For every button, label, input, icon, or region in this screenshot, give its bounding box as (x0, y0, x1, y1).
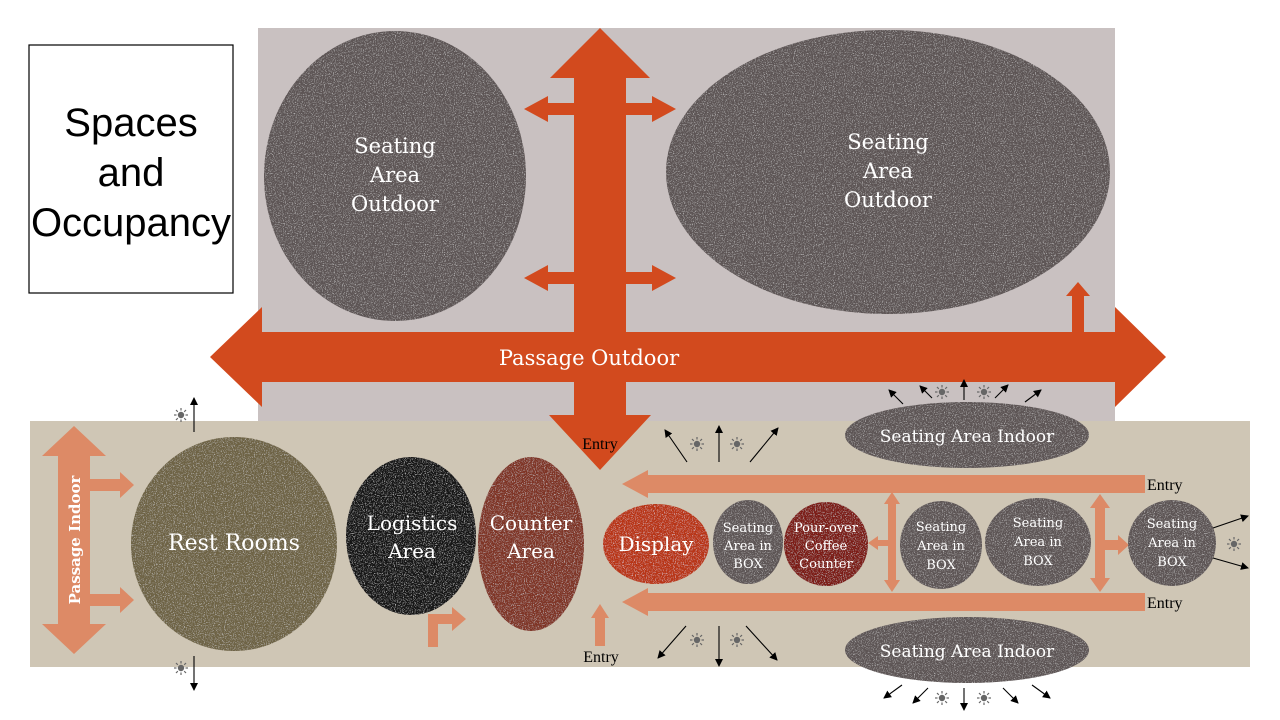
seating-box-1-zone (713, 500, 783, 584)
pour-over-zone (784, 502, 868, 586)
logistics-corner-arrow (428, 607, 466, 647)
pour-over-line-2: Coffee (805, 539, 848, 554)
title-line-3: Occupancy (31, 201, 231, 245)
seating-outdoor-right-line-3: Outdoor (844, 188, 933, 212)
sun-icon (934, 384, 950, 400)
restroom-arrow-upper (90, 472, 134, 498)
sun-icon (976, 690, 992, 706)
arrow-icon (1024, 389, 1042, 403)
bidirectional-arrow-2 (1090, 494, 1110, 592)
sun-icon (729, 436, 745, 452)
passage-outdoor-arrow (210, 307, 1166, 407)
passage-indoor-label: Passage Indoor (66, 475, 84, 605)
sun-icon (934, 690, 950, 706)
seating-box-3-line-3: BOX (1023, 554, 1053, 569)
entry-corridor-arrow-top (622, 470, 1145, 498)
sun-icon (729, 632, 745, 648)
display-zone (603, 504, 709, 584)
seating-box-2-zone (900, 501, 982, 589)
entry-right-top-label: Entry (1147, 477, 1183, 494)
arrow-icon (994, 384, 1009, 399)
pour-over-line-3: Counter (799, 557, 853, 572)
entry-right-bottom-label: Entry (1147, 595, 1183, 612)
entry-bottom-arrow (591, 604, 609, 646)
seating-box-4-line-2: Area in (1147, 536, 1196, 551)
seating-indoor-top-zone (845, 402, 1089, 468)
rest-rooms-zone (131, 437, 337, 651)
arrow-icon (883, 684, 903, 699)
seating-outdoor-left (264, 31, 526, 321)
seating-outdoor-left-line-3: Outdoor (351, 192, 440, 216)
arrow-icon (657, 625, 687, 659)
counter-zone (478, 457, 584, 631)
seating-box-4-line-3: BOX (1157, 555, 1187, 570)
title-line-2: and (98, 151, 165, 195)
arrow-icon (1031, 684, 1051, 699)
sun-icon (976, 384, 992, 400)
title-line-1: Spaces (64, 101, 197, 145)
seating-box-3-line-1: Seating (1013, 516, 1063, 531)
arrow-icon (888, 389, 904, 405)
seating-box-1-line-1: Seating (723, 521, 773, 536)
small-up-arrow (1066, 282, 1090, 332)
arrow-icon (664, 429, 688, 463)
seating-box-4-line-1: Seating (1147, 517, 1197, 532)
arrow-icon (1002, 687, 1019, 704)
counter-label-2: Area (506, 539, 555, 563)
seating-box-1-line-3: BOX (733, 557, 763, 572)
arrow-icon (745, 625, 778, 661)
arrow-icon (1212, 557, 1249, 570)
seating-outdoor-left-line-2: Area (369, 163, 420, 187)
sun-icon (173, 407, 189, 423)
arrow-icon (919, 385, 933, 399)
seating-box-2-line-3: BOX (926, 558, 956, 573)
seating-outdoor-right-line-1: Seating (847, 130, 928, 154)
seating-outdoor-right (666, 30, 1110, 314)
passage-outdoor-label: Passage Outdoor (499, 346, 680, 370)
entry-corridor-arrow-bottom (622, 588, 1145, 616)
seating-box-3-zone (985, 498, 1091, 586)
side-arrow-lower (524, 265, 676, 291)
seating-indoor-top-label: Seating Area Indoor (880, 427, 1055, 447)
rest-rooms-label: Rest Rooms (168, 531, 300, 556)
seating-box-3-line-2: Area in (1013, 535, 1062, 550)
pour-over-line-1: Pour-over (794, 521, 859, 536)
sun-icon (689, 632, 705, 648)
counter-label-1: Counter (490, 511, 573, 535)
arrow-icon (1212, 514, 1249, 529)
title-box (28, 44, 234, 294)
sun-icon (1226, 536, 1242, 552)
display-label: Display (618, 532, 694, 556)
arrow-icon (749, 427, 779, 463)
seating-outdoor-right-line-2: Area (862, 159, 913, 183)
seating-box-4-zone (1128, 500, 1216, 586)
sun-icon (689, 436, 705, 452)
seating-box-2-line-2: Area in (916, 539, 965, 554)
logistics-label-1: Logistics (367, 511, 458, 535)
logistics-label-2: Area (387, 539, 436, 563)
seating-outdoor-left-line-1: Seating (354, 134, 435, 158)
side-arrow-upper (524, 96, 676, 122)
sun-icon (173, 660, 189, 676)
left-arrow-to-pour-over (868, 536, 892, 550)
seating-box-2-line-1: Seating (916, 520, 966, 535)
restroom-arrow-lower (90, 587, 134, 613)
entry-main-label: Entry (582, 436, 618, 453)
seating-box-1-line-2: Area in (723, 539, 772, 554)
seating-indoor-bottom-zone (845, 617, 1089, 683)
logistics-zone (346, 457, 476, 615)
entry-bottom-label: Entry (583, 649, 619, 666)
seating-indoor-bottom-label: Seating Area Indoor (880, 642, 1055, 662)
right-arrow-to-box (1105, 535, 1129, 555)
arrow-icon (912, 687, 929, 704)
